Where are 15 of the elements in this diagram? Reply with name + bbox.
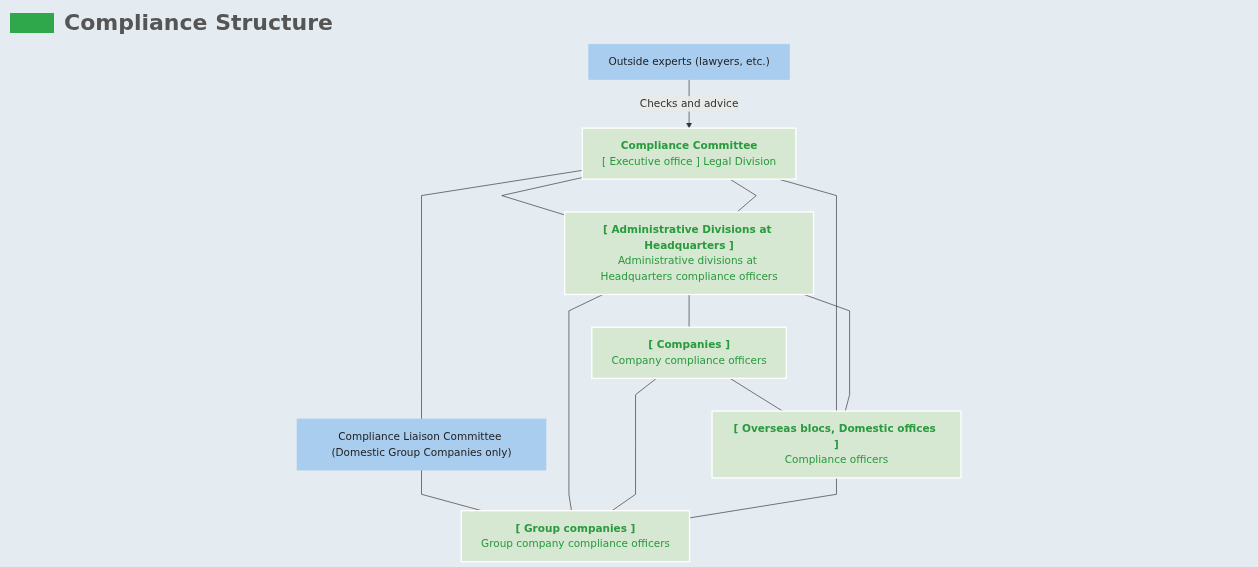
node-box: [ Group companies ] Group company compliance officers [460,510,691,563]
node-box: Compliance Committee [ Executive office ] Legal Division [581,127,797,180]
node-box: [ Companies ] Company compliance officers [591,326,787,379]
connector [729,378,783,412]
node-box: [ Overseas blocs, Domestic offices ] Compliance officers [711,410,962,479]
node-box: [ Administrative Divisions at Headquarters ] Administrative divisions at Headquarters compliance officers [563,211,815,296]
connector [501,177,583,216]
edge-label: Checks and advice [639,97,739,110]
node-box: Outside experts (lawyers, etc.) [588,43,790,80]
connector [568,294,604,511]
connector [689,477,837,519]
connector [421,170,583,420]
node-box: Compliance Liaison Committee (Domestic Group Companies only) [296,418,547,471]
title: Compliance Structure [64,10,333,35]
connector [611,378,657,511]
